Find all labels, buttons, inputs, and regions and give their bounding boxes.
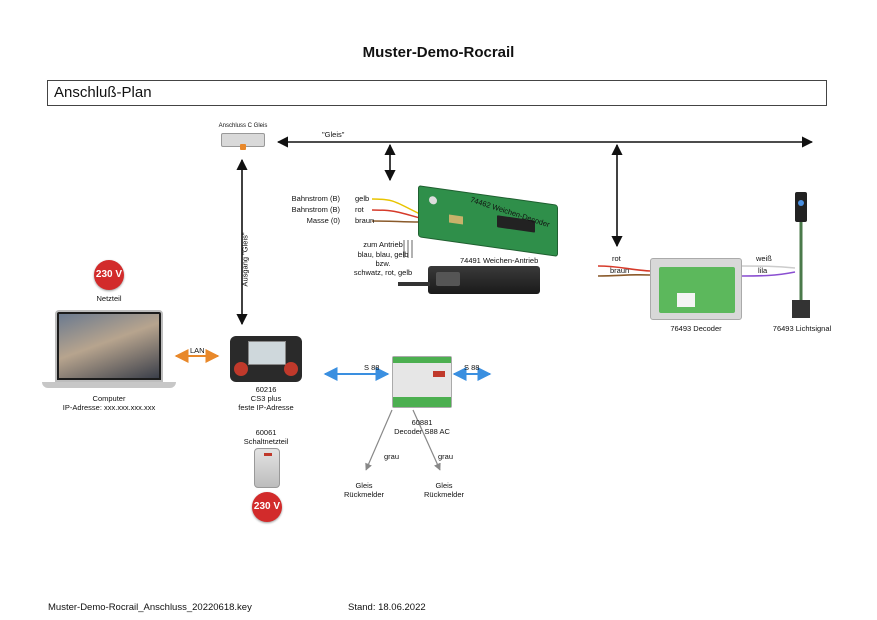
s88-decoder-name: Decoder S88 AC bbox=[394, 427, 450, 436]
decoder-76493-wire-rot: rot bbox=[612, 254, 621, 263]
signal-label: 76493 Lichtsignal bbox=[772, 324, 832, 333]
power-top-label: Netzteil bbox=[96, 294, 122, 303]
lan-label: LAN bbox=[190, 346, 205, 355]
decoder-76493-image bbox=[650, 258, 742, 320]
decoder-76493-wire-braun: braun bbox=[610, 266, 630, 275]
feedback-right-wire-label: grau bbox=[438, 452, 454, 461]
feedback-left-line2: Rückmelder bbox=[343, 490, 384, 499]
input-0-color: gelb bbox=[355, 194, 370, 203]
drive-note-2: blau, blau, gelb bbox=[357, 250, 409, 259]
decoder-76493-label: 76493 Decoder bbox=[670, 324, 722, 333]
psu-name: Schaltnetzteil bbox=[243, 437, 289, 446]
psu-model: 60061 bbox=[255, 428, 277, 437]
decoder-76493-wire-weiss: weiß bbox=[756, 254, 772, 263]
input-2-color: braun bbox=[355, 216, 375, 225]
feedback-right-wire bbox=[412, 409, 441, 471]
input-2-name: Masse (0) bbox=[306, 216, 340, 225]
decoder-76493-wire-lila: lila bbox=[758, 266, 768, 275]
feedback-right-line1: Gleis bbox=[435, 481, 453, 490]
wire-76493-weiss bbox=[741, 265, 796, 269]
computer-screen bbox=[55, 310, 163, 382]
cs3-name: CS3 plus bbox=[250, 394, 282, 403]
input-1-color: rot bbox=[355, 205, 364, 214]
s88-decoder-model: 60881 bbox=[411, 418, 433, 427]
wire-braun bbox=[371, 220, 421, 223]
feedback-left-wire bbox=[365, 409, 393, 471]
signal-head-image bbox=[795, 192, 807, 222]
drive-note-1: zum Antrieb bbox=[363, 240, 403, 249]
cs3-device bbox=[230, 336, 302, 382]
section-heading: Anschluß-Plan bbox=[47, 80, 827, 106]
drive-74491-rod bbox=[398, 282, 430, 286]
drive-74491-image bbox=[428, 266, 540, 294]
wire-76493-lila bbox=[741, 271, 796, 277]
drive-note-3: bzw. bbox=[375, 259, 391, 268]
cs3-output-label: Ausgang "Gleis" bbox=[240, 232, 250, 287]
drive-note-4: schwatz, rot, gelb bbox=[353, 268, 413, 277]
cs3-model: 60216 bbox=[255, 385, 277, 394]
wire-rot bbox=[371, 209, 421, 219]
s88-left-label: S 88 bbox=[364, 363, 380, 372]
wire-76493-rot bbox=[597, 265, 651, 272]
feedback-left-line1: Gleis bbox=[355, 481, 373, 490]
wire-gelb bbox=[371, 198, 421, 215]
rail-connector-image bbox=[221, 133, 265, 150]
rail-connector-label: Anschluss C Gleis bbox=[218, 123, 268, 129]
track-bus-label: "Gleis" bbox=[322, 130, 345, 139]
footer-filename: Muster-Demo-Rocrail_Anschluss_20220618.k… bbox=[48, 602, 252, 613]
feedback-right-line2: Rückmelder bbox=[423, 490, 464, 499]
input-0-name: Bahnstrom (B) bbox=[291, 194, 340, 203]
s88-decoder-image bbox=[392, 356, 452, 408]
feedback-left-wire-label: grau bbox=[384, 452, 400, 461]
computer-base bbox=[42, 382, 176, 388]
power-badge-top: 230 V bbox=[94, 260, 124, 290]
wire-76493-braun bbox=[597, 273, 651, 277]
drive-74491-title: 74491 Weichen-Antrieb bbox=[460, 256, 539, 265]
cs3-ip: feste IP-Adresse bbox=[238, 403, 294, 412]
s88-right-label: S 88 bbox=[464, 363, 480, 372]
computer-label: Computer bbox=[92, 394, 126, 403]
input-1-name: Bahnstrom (B) bbox=[291, 205, 340, 214]
computer-ip: IP-Adresse: xxx.xxx.xxx.xxx bbox=[62, 403, 156, 412]
psu-image bbox=[254, 448, 280, 488]
page-title: Muster-Demo-Rocrail bbox=[362, 44, 515, 61]
power-badge-bottom: 230 V bbox=[252, 492, 282, 522]
signal-base-image bbox=[792, 300, 810, 318]
footer-status: Stand: 18.06.2022 bbox=[348, 602, 426, 613]
